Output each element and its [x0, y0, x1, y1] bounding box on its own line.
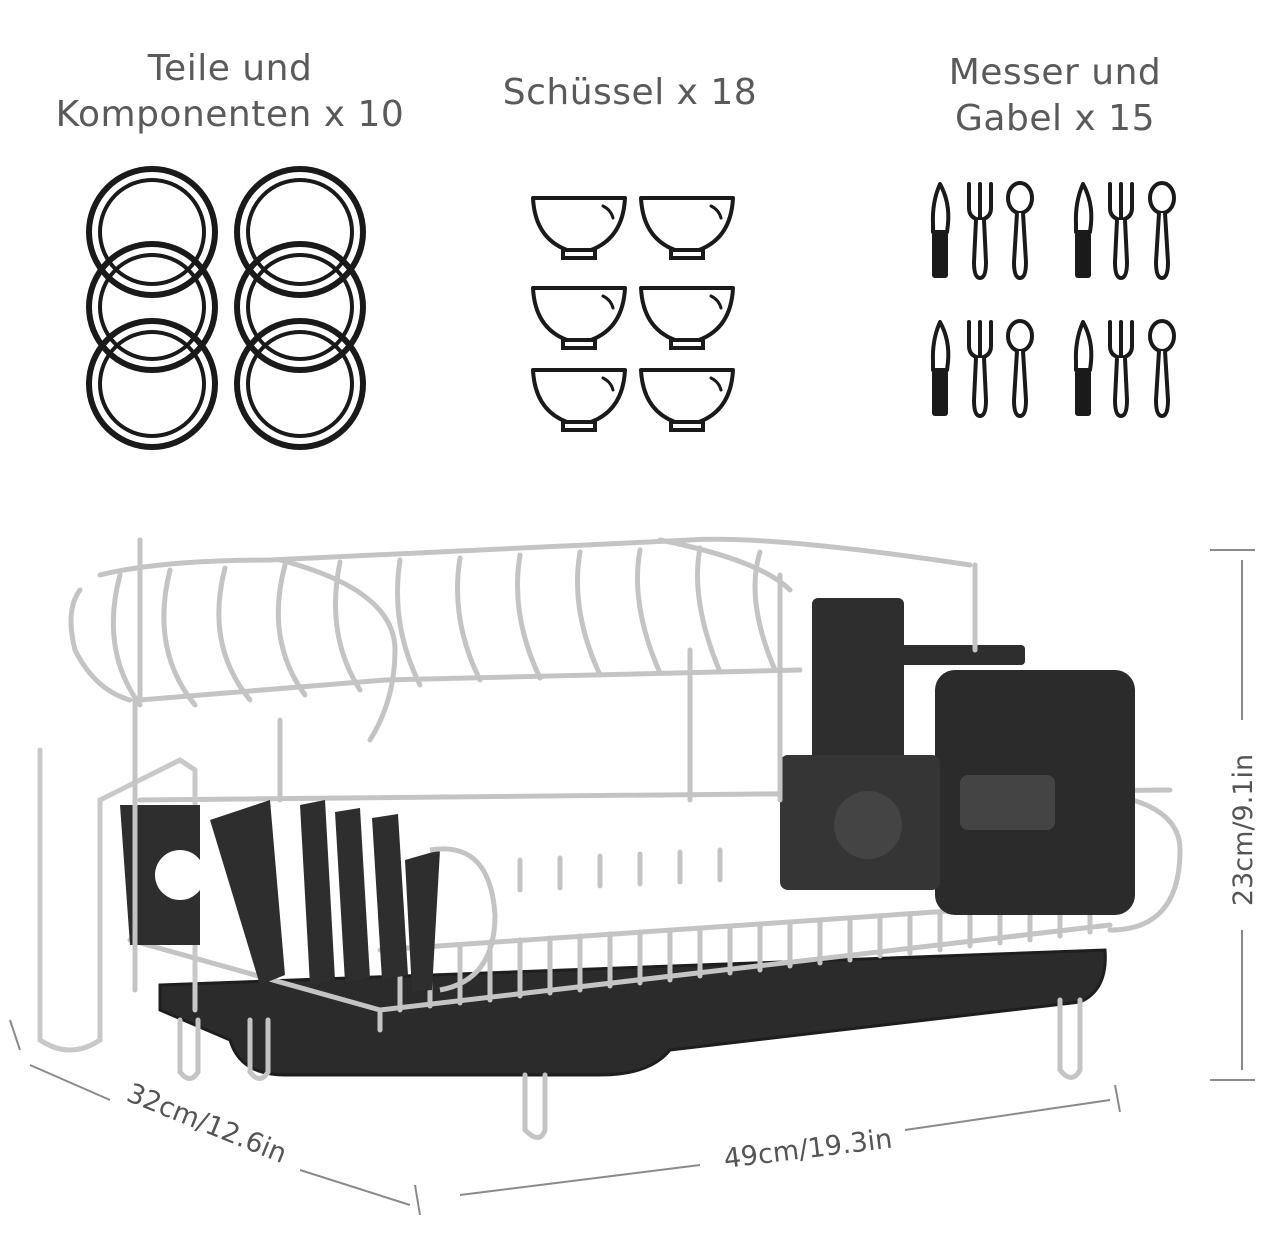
plate-icon — [89, 321, 215, 447]
plate-icon — [89, 244, 215, 370]
knife-icon — [930, 320, 951, 418]
bowl-icon — [531, 286, 627, 350]
cutlery-caption-line2: Gabel x 15 — [955, 98, 1155, 139]
bowl-icon — [531, 196, 627, 260]
fork-icon — [1108, 182, 1134, 280]
plates-caption-line2: Komponenten x 10 — [55, 94, 405, 135]
knife-icon — [930, 182, 951, 280]
cutlery-icons — [930, 181, 1176, 418]
plates-caption-line1: Teile und — [147, 48, 313, 89]
bowl-icon — [531, 368, 627, 432]
height-label: 23cm/9.1in — [1228, 754, 1259, 906]
utensil-holder — [780, 598, 1135, 915]
plates-caption: Teile und Komponenten x 10 — [30, 46, 430, 138]
bowls-caption-line1: Schüssel x 18 — [502, 72, 758, 113]
upper-tier — [68, 536, 978, 993]
drip-tray — [158, 948, 1107, 1077]
spoon-icon — [1148, 181, 1176, 280]
cutlery-caption-line1: Messer und — [948, 52, 1162, 93]
spoon-icon — [1006, 181, 1034, 280]
knife-icon — [1073, 320, 1094, 418]
bowls-caption: Schüssel x 18 — [480, 70, 780, 116]
width-label: 49cm/19.3in — [722, 1124, 894, 1175]
dish-rack — [37, 536, 1183, 1140]
fork-icon — [967, 182, 993, 280]
plate-icon — [237, 244, 363, 370]
left-frame — [37, 747, 198, 1053]
spoon-icon — [1148, 319, 1176, 418]
bowl-icons — [531, 196, 735, 432]
plate-icons — [89, 169, 363, 447]
bowl-icon — [639, 196, 735, 260]
knife-icon — [1073, 182, 1094, 280]
plate-icon — [237, 321, 363, 447]
cutlery-caption: Messer und Gabel x 15 — [905, 50, 1205, 142]
comb-dividers — [210, 800, 440, 992]
fork-icon — [967, 320, 993, 418]
dimension-lines — [9, 549, 1255, 1216]
bowl-icon — [639, 368, 735, 432]
bowl-icon — [639, 286, 735, 350]
spoon-icon — [1006, 319, 1034, 418]
depth-label: 32cm/12.6in — [122, 1078, 291, 1170]
fork-icon — [1108, 320, 1134, 418]
